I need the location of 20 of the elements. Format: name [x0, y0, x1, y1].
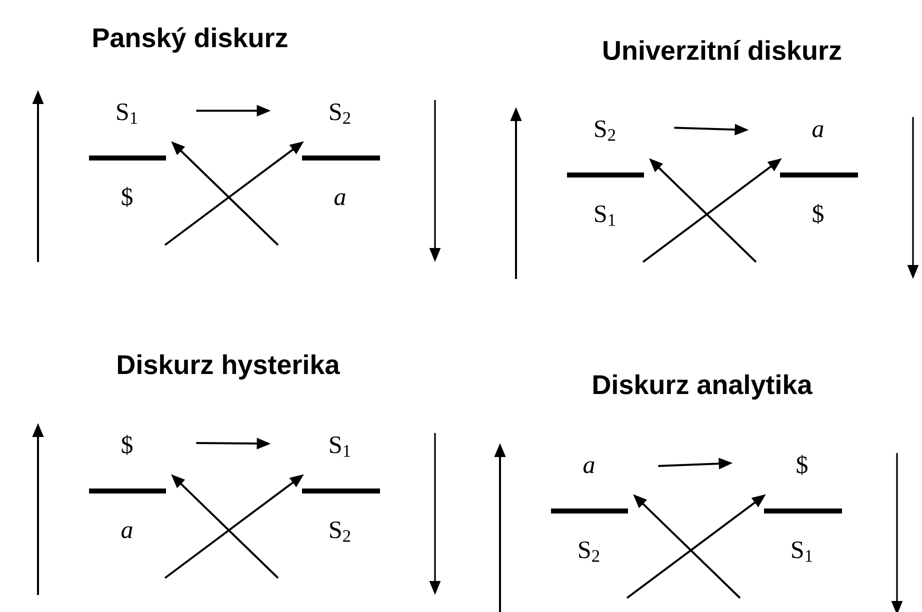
term: S$_{2}$: [595, 120, 616, 141]
term: $: [796, 454, 808, 475]
term: $: [122, 186, 132, 207]
term: $: [812, 204, 824, 224]
panel-title: Diskurz hysterika: [118, 354, 340, 380]
term: S$_{2}$: [330, 521, 350, 542]
term: S$_{2}$: [330, 103, 350, 124]
term: a: [584, 461, 594, 474]
term: a: [122, 526, 132, 538]
panel-title: Diskurz analytika: [594, 374, 812, 400]
term: a: [812, 125, 824, 138]
term: a: [334, 193, 346, 206]
panel-title: Panský diskurz: [94, 27, 288, 53]
term: $: [122, 434, 132, 455]
term: S$_{2}$: [579, 541, 600, 562]
term: S$_{1}$: [792, 541, 812, 562]
term: S$_{1}$: [595, 205, 616, 226]
term: S$_{1}$: [117, 103, 138, 124]
panel-title: Univerzitní diskurz: [604, 40, 842, 60]
term: S$_{1}$: [330, 436, 350, 457]
